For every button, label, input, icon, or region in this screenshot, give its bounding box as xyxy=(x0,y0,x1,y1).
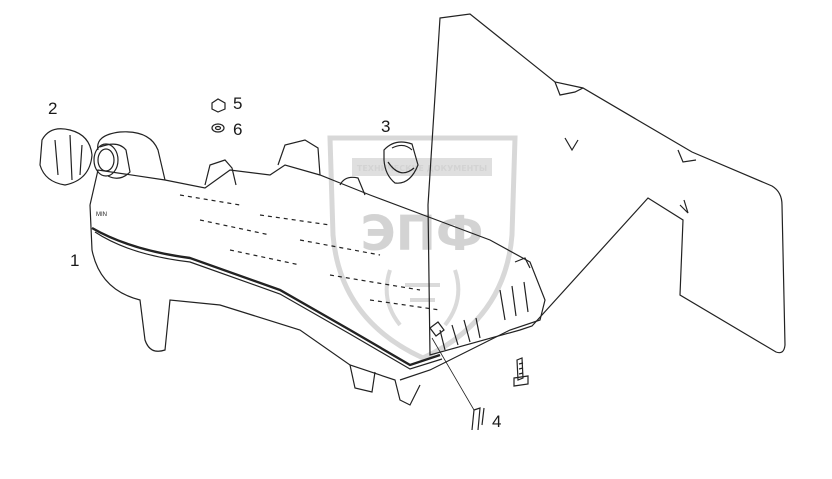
leader-lines xyxy=(431,337,475,411)
watermark-logo: ТЕХНИЧЕСКИЕ ДОКУМЕНТЫ ЭПФ xyxy=(327,135,518,361)
hose-clamp xyxy=(383,141,419,184)
expansion-tank: MIN xyxy=(89,131,546,406)
callout-6: 6 xyxy=(233,120,243,139)
watermark-banner-text: ТЕХНИЧЕСКИЕ ДОКУМЕНТЫ xyxy=(357,164,487,173)
callout-3: 3 xyxy=(381,117,391,136)
mounting-plate xyxy=(427,13,786,356)
callout-2: 2 xyxy=(48,99,58,118)
callout-4: 4 xyxy=(492,412,502,431)
watermark-logo-text: ЭПФ xyxy=(361,206,484,262)
callout-5: 5 xyxy=(233,94,243,113)
callout-1: 1 xyxy=(70,251,80,270)
tank-level-marking: MIN xyxy=(96,212,107,218)
nut-and-washer xyxy=(211,98,226,133)
filler-cap xyxy=(39,128,131,186)
spring-clip xyxy=(471,407,485,431)
bolt xyxy=(513,357,529,387)
